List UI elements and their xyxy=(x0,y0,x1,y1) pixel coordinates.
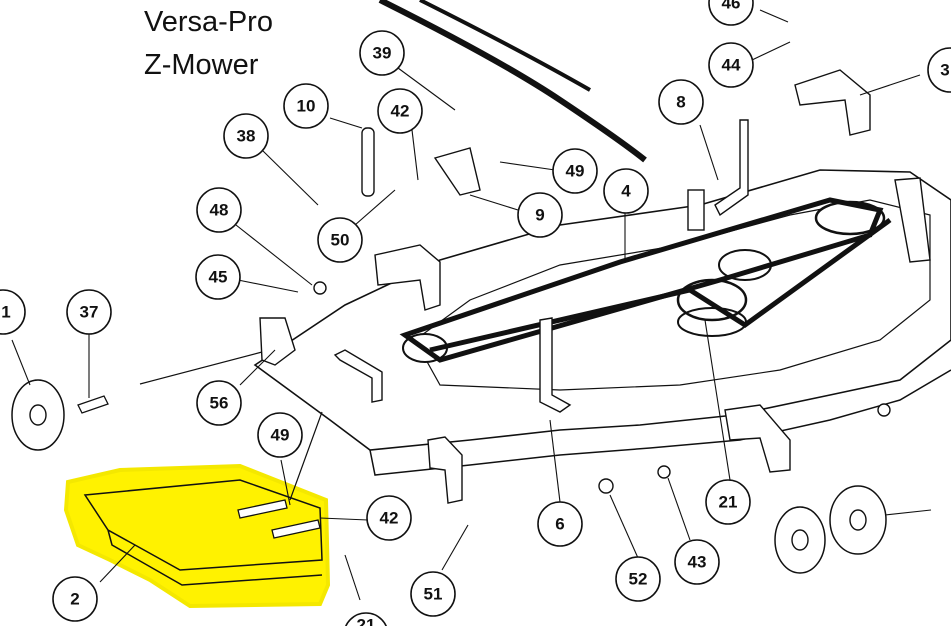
diagram-title-line2: Z-Mower xyxy=(144,49,259,81)
svg-text:52: 52 xyxy=(629,570,648,589)
svg-text:51: 51 xyxy=(424,585,443,604)
deck-belt-inner xyxy=(429,217,892,353)
washer-48 xyxy=(313,281,327,295)
blade-right-1 xyxy=(774,506,826,574)
svg-text:49: 49 xyxy=(271,426,290,445)
deck-cover-bracket xyxy=(237,499,321,539)
callout-50: 50 xyxy=(317,217,363,263)
blade-right-2-hub xyxy=(849,509,867,531)
svg-text:8: 8 xyxy=(676,93,685,112)
svg-text:43: 43 xyxy=(688,553,707,572)
callout-6: 6 xyxy=(537,501,583,547)
svg-text:45: 45 xyxy=(209,268,228,287)
leader-lines xyxy=(11,9,932,601)
svg-text:2: 2 xyxy=(70,590,79,609)
svg-text:37: 37 xyxy=(80,303,99,322)
svg-text:21: 21 xyxy=(719,493,738,512)
svg-text:4: 4 xyxy=(621,182,631,201)
handle-left xyxy=(333,349,383,403)
bracket-9 xyxy=(433,147,481,196)
bracket-right-front xyxy=(724,404,791,473)
callout-49-top: 49 xyxy=(552,148,598,194)
highlighted-deck-cover xyxy=(63,463,331,609)
svg-text:21: 21 xyxy=(357,616,376,626)
spacer-8 xyxy=(687,189,705,231)
bracket-3 xyxy=(794,69,871,136)
svg-text:42: 42 xyxy=(380,509,399,528)
svg-text:48: 48 xyxy=(210,201,229,220)
callout-39: 39 xyxy=(359,30,405,76)
svg-text:6: 6 xyxy=(555,515,564,534)
drive-belt-top xyxy=(378,0,647,163)
svg-text:3: 3 xyxy=(940,61,949,80)
callout-8: 8 xyxy=(658,79,704,125)
svg-text:1: 1 xyxy=(1,303,10,322)
svg-text:50: 50 xyxy=(331,231,350,250)
blade-left-hub xyxy=(29,404,47,426)
svg-text:56: 56 xyxy=(210,394,229,413)
deck-front-lip xyxy=(369,369,951,476)
callout-52: 52 xyxy=(615,556,661,602)
drive-belt-top-inner xyxy=(419,0,591,92)
deck-belt-outer xyxy=(399,197,884,363)
washer-43 xyxy=(657,465,671,479)
bracket-8 xyxy=(714,119,749,217)
callout-21-bottom: 21 xyxy=(345,612,387,626)
blade-right-1-hub xyxy=(791,529,809,551)
axis-line-left xyxy=(139,351,263,385)
svg-text:42: 42 xyxy=(391,102,410,121)
callout-10: 10 xyxy=(283,83,329,129)
callout-42-bottom: 42 xyxy=(366,495,412,541)
bracket-far-right xyxy=(894,177,931,263)
washer-right xyxy=(877,403,891,417)
svg-text:10: 10 xyxy=(297,97,316,116)
blade-right-2 xyxy=(829,485,887,555)
blade-left xyxy=(11,379,65,451)
callout-42-top: 42 xyxy=(377,88,423,134)
svg-text:49: 49 xyxy=(566,162,585,181)
callout-45: 45 xyxy=(195,254,241,300)
idler-bracket xyxy=(374,244,441,311)
deck-cover-outline xyxy=(83,479,323,586)
callout-21-mid: 21 xyxy=(705,479,751,525)
callout-3: 3 xyxy=(927,47,951,93)
callout-43: 43 xyxy=(674,539,720,585)
bracket-mid-left xyxy=(259,317,296,366)
bracket-6 xyxy=(539,317,572,413)
callout-2: 2 xyxy=(52,576,98,622)
callout-38: 38 xyxy=(223,113,269,159)
callout-51: 51 xyxy=(410,571,456,617)
callout-48: 48 xyxy=(196,187,242,233)
svg-text:44: 44 xyxy=(722,56,741,75)
callout-56: 56 xyxy=(196,380,242,426)
nut-52 xyxy=(598,478,614,494)
callout-49-bottom: 49 xyxy=(257,412,303,458)
svg-text:9: 9 xyxy=(535,206,544,225)
callout-9: 9 xyxy=(517,192,563,238)
axis-line-deck xyxy=(289,411,323,501)
callout-37: 37 xyxy=(66,289,112,335)
callout-1: 1 xyxy=(0,289,26,335)
svg-text:38: 38 xyxy=(237,127,256,146)
link-10 xyxy=(361,127,375,197)
callout-46: 46 xyxy=(708,0,754,26)
center-pulley-lower xyxy=(676,278,748,322)
callout-44: 44 xyxy=(708,42,754,88)
svg-text:46: 46 xyxy=(722,0,741,13)
bolt-37 xyxy=(77,395,109,414)
callout-4: 4 xyxy=(603,168,649,214)
diagram-title-line1: Versa-Pro xyxy=(144,6,273,38)
bracket-left-front xyxy=(427,436,463,504)
svg-text:39: 39 xyxy=(373,44,392,63)
